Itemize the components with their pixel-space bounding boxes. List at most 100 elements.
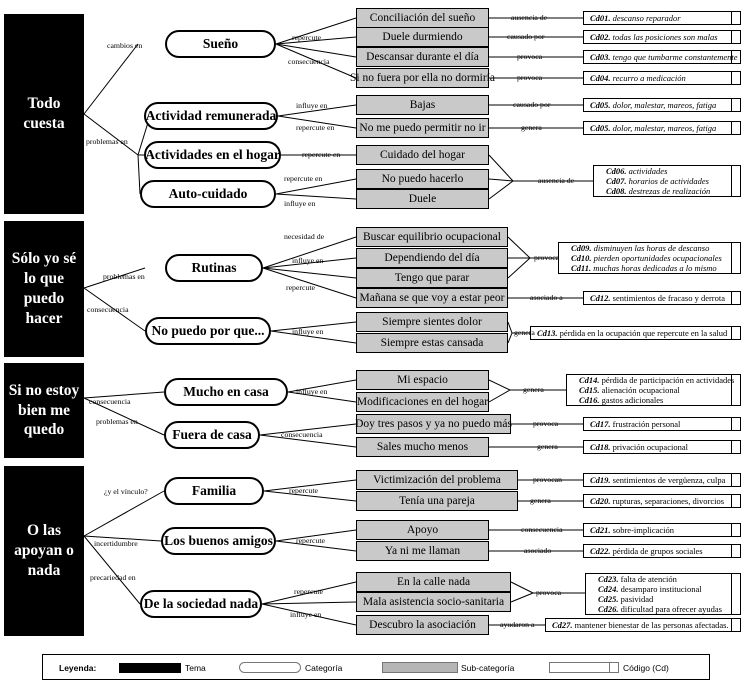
code-cd12: Cd12. sentimientos de fracaso y derrota [583,291,741,305]
subcategory-duele: Duele [356,189,489,209]
code-cd14-cd16: Cd14. pérdida de participación en activi… [566,374,741,406]
code-id: Cd16. [579,395,600,405]
code-id: Cd21. [590,525,611,535]
rel-genera: genera [537,442,558,451]
code-text: todas las posiciones son malas [612,32,718,42]
legend-label-codigo: Código (Cd) [623,663,669,673]
category-sociedad-nada: De la sociedad nada [140,590,262,618]
code-text: sentimientos de fracaso y derrota [612,293,726,303]
code-cd09-cd11: Cd09. disminuyen las horas de descanso C… [558,242,741,274]
code-cd23-cd26: Cd23. falta de atención Cd24. desamparo … [585,573,741,615]
code-text: descanso reparador [612,13,681,23]
rel-causado-por: causado por [513,100,551,109]
code-cd19: Cd19. sentimientos de vergüenza, culpa [583,473,741,487]
code-cd02: Cd02. todas las posiciones son malas [583,30,741,44]
rel-influye-en: influye en [296,387,328,396]
subcategory-no-dormiria: Si no fuera por ella no dormiría [350,68,495,88]
rel-y-el-vinculo: ¿y el vínculo? [104,487,148,496]
code-text: falta de atención [620,574,677,584]
rel-consecuencia: consecuencia [89,397,131,406]
subcategory-tenia-pareja: Tenía una pareja [356,491,518,511]
rel-influye-en: influye en [296,101,328,110]
subcategory-victimizacion: Victimización del problema [356,470,518,490]
rel-ayudaron-a: ayudaron a [500,620,535,629]
code-id: Cd05. [590,123,611,133]
theme-line: quedo [23,421,65,439]
rel-provoca: provoca [533,419,559,428]
code-id: Cd27. [552,620,573,630]
code-id: Cd25. [598,594,619,604]
legend-swatch-categoria [239,662,301,673]
code-text: muchas horas dedicadas a lo mismo [593,263,717,273]
code-cd01: Cd01. descanso reparador [583,11,741,25]
code-id: Cd03. [590,52,611,62]
code-cd13: Cd13. pérdida en la ocupación que reperc… [530,326,741,340]
legend-swatch-codigo [549,662,619,673]
code-id: Cd08. [606,186,627,196]
rel-repercute-en: repercute en [284,174,323,183]
category-rutinas: Rutinas [165,254,263,282]
code-id: Cd20. [590,496,611,506]
code-text: horarios de actividades [628,176,709,186]
subcategory-cuidado-hogar: Cuidado del hogar [356,145,489,165]
rel-provoca: provoca [517,73,543,82]
legend: Leyenda: Tema Categoría Sub-categoría Có… [42,654,710,680]
rel-ausencia-de: ausencia de [538,176,575,185]
rel-ausencia-de: ausencia de [511,13,548,22]
subcategory-descansar: Descansar durante el día [356,47,489,67]
rel-necesidad-de: necesidad de [284,232,325,241]
code-id: Cd19. [590,475,611,485]
rel-problemas-en: problemas en [86,137,128,146]
code-text: privación ocupacional [612,442,688,452]
subcategory-siempre-cansada: Siempre estas cansada [356,333,508,353]
rel-influye-en: influye en [290,610,322,619]
subcategory-conciliacion: Conciliación del sueño [356,8,489,28]
code-cd05-permitir: Cd05. dolor, malestar, mareos, fatiga [583,121,741,135]
code-id: Cd23. [598,574,619,584]
rel-problemas-en: problemas en [103,272,145,281]
subcategory-no-puedo-hacerlo: No puedo hacerlo [356,169,489,189]
subcategory-descubro: Descubro la asociación [356,615,489,635]
code-id: Cd11. [571,263,592,273]
category-buenos-amigos: Los buenos amigos [161,527,276,555]
code-id: Cd13. [537,328,558,338]
code-text: dificultad para ofrecer ayudas [620,604,722,614]
subcategory-ya-no-llaman: Ya ni me llaman [356,541,489,561]
code-cd27: Cd27. mantener bienestar de las personas… [545,618,741,632]
rel-incertidumbre: incertidumbre [94,539,138,548]
theme-line: Si no estoy [8,381,80,399]
subcategory-sales-menos: Sales mucho menos [356,437,489,457]
rel-provocan: provocan [533,475,563,484]
theme-line: O las [26,522,62,540]
code-id: Cd14. [579,375,600,385]
code-text: tengo que tumbarme constantemente [612,52,738,62]
rel-repercute: repercute [296,536,325,545]
theme-line: bien me [17,401,71,419]
subcategory-manana-peor: Mañana se que voy a estar peor [356,288,508,308]
code-text: pérdida de grupos sociales [612,546,703,556]
subcategory-duele-durmiendo: Duele durmiendo [356,27,489,47]
code-id: Cd06. [606,166,627,176]
rel-precariedad-en: precariedad en [90,573,136,582]
subcategory-dependiendo: Dependiendo del día [356,248,508,268]
subcategory-modificaciones: Modificaciones en del hogar [356,392,489,412]
theme-line: nada [27,561,61,579]
code-text: rupturas, separaciones, divorcios [612,496,725,506]
code-id: Cd17. [590,419,611,429]
theme-line: Todo [27,95,61,113]
code-id: Cd05. [590,100,611,110]
code-text: dolor, malestar, mareos, fatiga [612,100,717,110]
legend-label-tema: Tema [185,663,206,673]
code-text: sentimientos de vergüenza, culpa [612,475,726,485]
code-text: disminuyen las horas de descanso [593,243,710,253]
code-cd18: Cd18. privación ocupacional [583,440,741,454]
code-text: recurro a medicación [612,73,686,83]
rel-asociado-a: asociado a [530,293,563,302]
subcategory-calle-nada: En la calle nada [356,572,511,592]
subcategory-no-permitir: No me puedo permitir no ir [356,118,489,138]
code-id: Cd01. [590,13,611,23]
code-cd06-cd08: Cd06. actividades Cd07. horarios de acti… [593,165,741,197]
rel-repercute-en: repercute en [302,150,341,159]
